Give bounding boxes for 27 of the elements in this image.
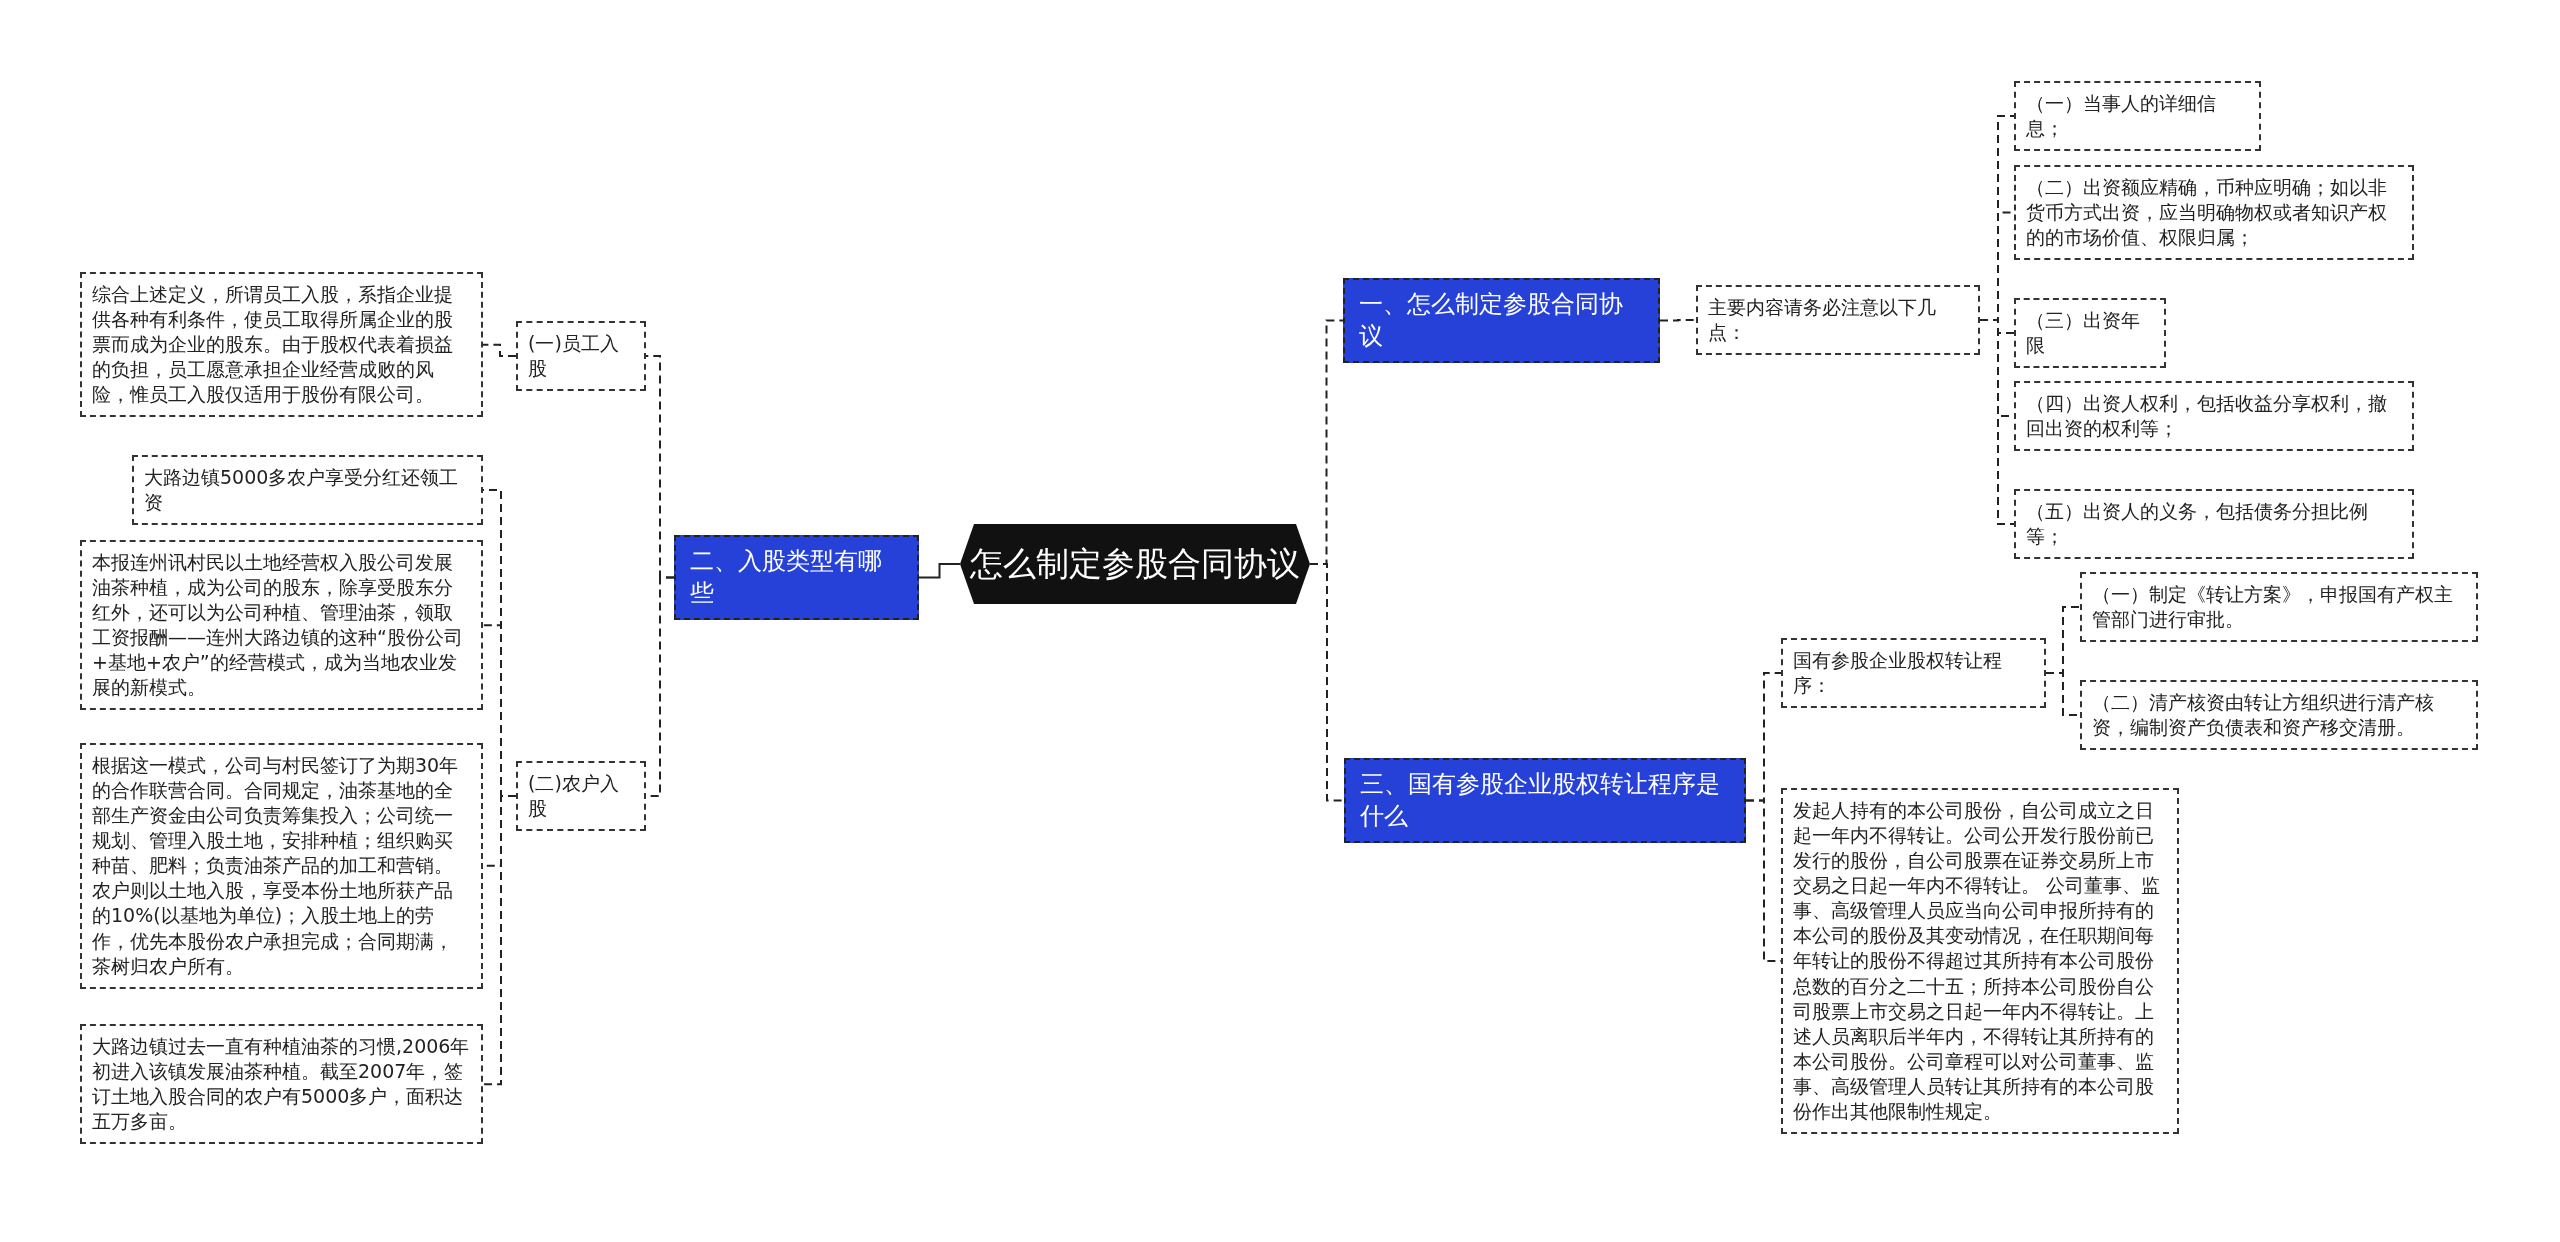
- text-box: (一)员工入股: [516, 321, 646, 392]
- connector-line: [918, 563, 961, 579]
- text-box: （五）出资人的义务，包括债务分担比例等；: [2014, 489, 2414, 560]
- connector-line: [482, 795, 517, 1086]
- central-topic-hexagon: 怎么制定参股合同协议: [960, 524, 1310, 604]
- text-box: （一）当事人的详细信息；: [2014, 81, 2261, 152]
- text-box: （三）出资年限: [2014, 298, 2166, 369]
- topic-box: 一、怎么制定参股合同协议: [1343, 278, 1660, 363]
- connector-line: [1659, 319, 1697, 322]
- text-box: 国有参股企业股权转让程序：: [1781, 638, 2046, 709]
- topic-box: 二、入股类型有哪些: [674, 535, 919, 620]
- connector-line: [1979, 319, 2015, 526]
- text-box: 大路边镇5000多农户享受分红还领工资: [132, 455, 483, 526]
- text-box: 本报连州讯村民以土地经营权入股公司发展油茶种植，成为公司的股东，除享受股东分红外，还可以为公司种植、管理油茶，领取工资报酬——连州大路边镇的这种“股份公司+基地+农户”的经营模式，成为当地农业发展的新模式。: [80, 540, 483, 711]
- connector-line: [482, 343, 517, 358]
- text-box: （二）出资额应精确，币种应明确；如以非货币方式出资，应当明确物权或者知识产权的的市场价值、权限归属；: [2014, 165, 2414, 261]
- text-box: 主要内容请务必注意以下几点：: [1696, 285, 1980, 356]
- text-box: （一）制定《转让方案》，申报国有产权主管部门进行审批。: [2080, 572, 2478, 643]
- text-box: （二）清产核资由转让方组织进行清产核资，编制资产负债表和资产移交清册。: [2080, 680, 2478, 751]
- topic-box: 三、国有参股企业股权转让程序是什么: [1344, 758, 1746, 843]
- text-box: 综合上述定义，所谓员工入股，系指企业提供各种有利条件，使员工取得所属企业的股票而成为企业的股东。由于股权代表着损益的负担，员工愿意承担企业经营成败的风险，惟员工入股仅适用于股份有限公司。: [80, 272, 483, 418]
- text-box: 根据这一模式，公司与村民签订了为期30年的合作联营合同。合同规定，油茶基地的全部生产资金由公司负责筹集投入；公司统一规划、管理入股土地，安排种植；组织购买种苗、肥料；负责油茶产品的加工和营销。农户则以土地入股，享受本份土地所获产品的10%(以基地为单位)；入股土地上的劳作，优先本股份农户承担完成；合同期满，茶树归农户所有。: [80, 743, 483, 989]
- text-box: 大路边镇过去一直有种植油茶的习惯,2006年初进入该镇发展油茶种植。截至2007年，签订土地入股合同的农户有5000多户，面积达五万多亩。: [80, 1024, 483, 1145]
- text-box: 发起人持有的本公司股份，自公司成立之日起一年内不得转让。公司公开发行股份前已发行的股份，自公司股票在证券交易所上市交易之日起一年内不得转让。 公司董事、监事、高级管理人员应当向公司申报所持有的本公司的股份及其变动情况，在任职期间每年转让的股份不得超过其所持有本公司股份总数的百分之二十五；所持本公司股份自公司股票上市交易之日起一年内不得转让。上述人员离职后半年内，不得转让其所持有的本公司股份。公司章程可以对公司董事、监事、高级管理人员转让其所持有的本公司股份作出其他限制性规定。: [1781, 788, 2179, 1134]
- connector-line: [1309, 563, 1345, 802]
- text-box: （四）出资人权利，包括收益分享权利，撤回出资的权利等；: [2014, 381, 2414, 452]
- text-box: (二)农户入股: [516, 761, 646, 832]
